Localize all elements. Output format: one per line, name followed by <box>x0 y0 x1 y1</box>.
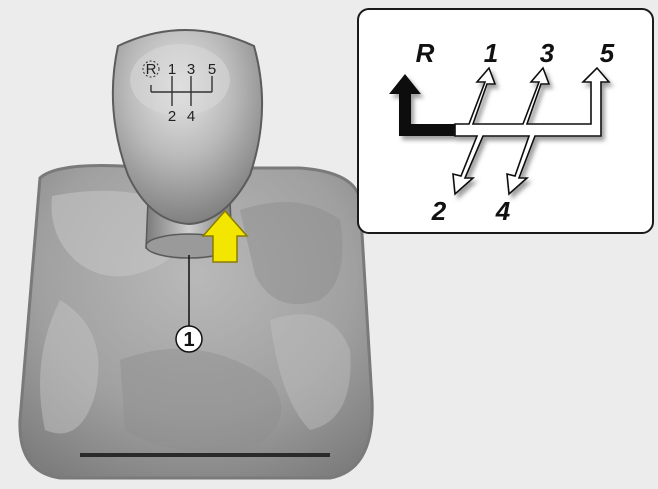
knob-label-2: 2 <box>168 108 176 125</box>
shift-pattern-icon: R 1 3 5 2 4 <box>359 10 652 232</box>
shift-pattern-inset: R 1 3 5 2 4 <box>357 8 654 234</box>
knob-label-r: R <box>146 61 157 78</box>
knob-label-4: 4 <box>187 108 195 125</box>
inset-label-2: 2 <box>431 196 447 226</box>
inset-label-1: 1 <box>484 38 498 68</box>
inset-label-r: R <box>416 38 435 68</box>
knob-label-5: 5 <box>208 61 216 78</box>
inset-label-3: 3 <box>540 38 555 68</box>
h-pattern <box>453 68 609 194</box>
knob-label-1: 1 <box>168 61 176 78</box>
inset-label-4: 4 <box>495 196 511 226</box>
reverse-path <box>389 74 455 136</box>
inset-label-5: 5 <box>600 38 615 68</box>
knob-label-3: 3 <box>187 61 195 78</box>
callout-number: 1 <box>183 329 194 351</box>
